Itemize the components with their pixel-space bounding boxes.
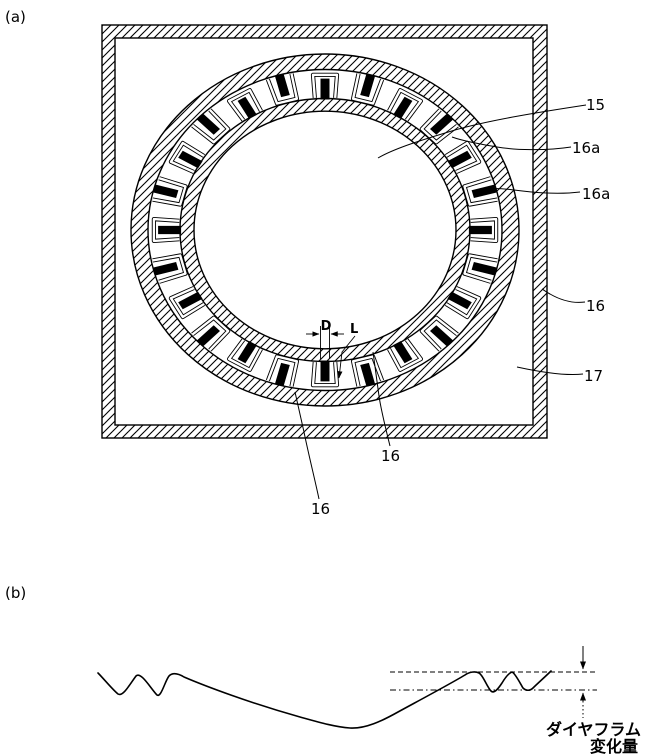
label-17: 17 [584, 367, 603, 385]
label-16-right: 16 [586, 297, 605, 315]
diaphragm-change-label-line2: 変化量 [590, 737, 638, 756]
leader-15 [377, 104, 587, 159]
strain-gauge [178, 291, 203, 310]
strain-gauge [158, 225, 182, 235]
label-16-bottom-left: 16 [311, 500, 330, 518]
meander-trace-core [445, 286, 481, 319]
figure-b-tag: (b) [5, 584, 26, 602]
strain-gauge [320, 360, 330, 382]
meander-trace-core [191, 109, 230, 144]
meander-pattern-and-gauges [151, 72, 499, 388]
strain-gauge [320, 78, 330, 100]
dimension-callout [306, 326, 356, 379]
strain-gauge [152, 184, 179, 198]
figure-a-tag: (a) [5, 8, 26, 26]
strain-gauge [196, 325, 220, 347]
meander-trace-core [169, 286, 205, 319]
dim-l-label: L [350, 322, 358, 337]
deflection-plot [97, 646, 597, 729]
strain-gauge [178, 150, 203, 169]
meander-trace-core [387, 339, 423, 371]
meander-trace-core [191, 316, 230, 351]
meander-trace-core [152, 177, 187, 206]
label-16a-upper: 16a [572, 139, 600, 157]
strain-gauge [274, 362, 290, 387]
meander-trace-core [470, 217, 498, 243]
meander-trace-core [227, 89, 263, 121]
meander-trace-core [227, 339, 263, 371]
leader-16-bottom-right [372, 351, 391, 447]
strain-gauge [393, 96, 413, 119]
strain-gauge [471, 262, 498, 276]
strain-gauge [152, 262, 179, 276]
strain-gauge [471, 184, 498, 198]
strain-gauge [447, 291, 472, 310]
leader-16a-lower [477, 188, 581, 194]
meander-trace-core [351, 355, 384, 387]
leader-16-bottom-left [294, 391, 320, 500]
meander-trace-core [445, 141, 481, 174]
strain-gauge [430, 113, 454, 135]
label-16-bottom-right: 16 [381, 447, 400, 465]
leader-17 [516, 366, 584, 375]
strain-gauge [237, 96, 257, 119]
strain-gauge [468, 225, 492, 235]
inner-ring-band [179, 97, 471, 363]
meander-trace-core [311, 73, 339, 98]
strain-gauge [274, 73, 290, 98]
leader-16-right [541, 288, 586, 303]
meander-trace-core [311, 362, 339, 387]
strain-gauge [430, 325, 454, 347]
strain-gauge [360, 73, 376, 98]
strain-gauge [447, 150, 472, 169]
leader-lines [294, 104, 587, 500]
strain-gauge [196, 113, 220, 135]
diaphragm-change-label-line1: ダイヤフラム [546, 720, 641, 739]
label-16a-lower: 16a [582, 185, 610, 203]
dim-d-label: D [321, 319, 332, 334]
meander-trace-core [152, 254, 187, 283]
meander-trace-core [387, 89, 423, 121]
meander-trace-core [266, 73, 299, 105]
strain-gauge [393, 341, 413, 364]
meander-trace-core [169, 141, 205, 174]
deflection-curve [97, 670, 552, 729]
strain-gauge [360, 362, 376, 387]
meander-trace-core [152, 217, 180, 243]
strain-gauge [237, 341, 257, 364]
meander-trace-core [420, 316, 459, 351]
leader-16a-upper [451, 136, 572, 151]
dim-l-arrow [337, 335, 356, 379]
meander-trace-core [463, 177, 498, 206]
meander-trace-core [420, 109, 459, 144]
meander-trace-core [463, 254, 498, 283]
label-15: 15 [586, 96, 605, 114]
meander-trace-core [351, 73, 384, 105]
meander-trace-core [266, 355, 299, 387]
